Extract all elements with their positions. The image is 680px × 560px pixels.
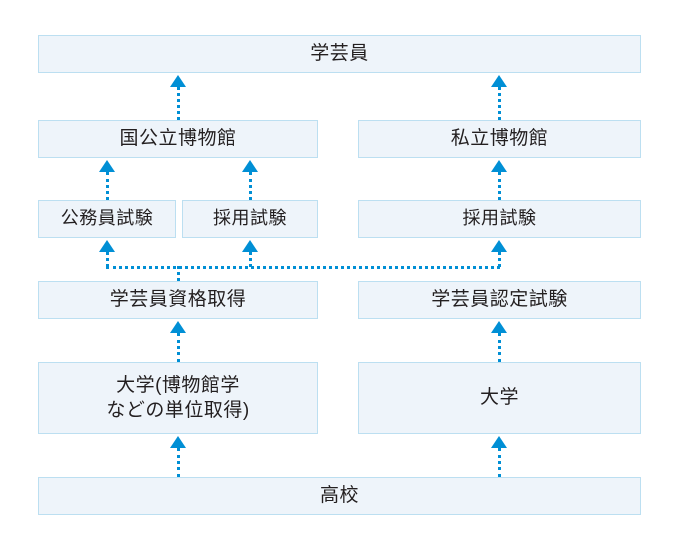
node-label: 学芸員	[310, 43, 369, 65]
node-kokkoritsu-hakubutsukan: 国公立博物館	[38, 120, 318, 158]
link-daigaku-to-nintei-shiken	[498, 333, 501, 362]
node-gakugeiin-shikaku-shutoku: 学芸員資格取得	[38, 281, 318, 319]
arrowhead-to-nintei-shiken	[491, 321, 507, 333]
link-bus-horizontal	[106, 266, 500, 269]
node-label: 学芸員資格取得	[109, 289, 247, 311]
node-label: 採用試験	[213, 208, 287, 229]
link-daigaku-tanni-to-shikaku-shutoku	[177, 333, 180, 362]
node-gakugeiin-nintei-shiken: 学芸員認定試験	[358, 281, 641, 319]
node-koko: 高校	[38, 477, 641, 515]
node-label: 国公立博物館	[119, 128, 237, 150]
node-komuin-shiken: 公務員試験	[38, 200, 176, 238]
arrowhead-to-saiyo-shiken-2	[491, 240, 507, 252]
link-bus-to-komuin-shiken	[106, 252, 109, 267]
node-label: 私立博物館	[450, 128, 549, 150]
link-koko-to-daigaku	[498, 448, 501, 477]
link-bus-to-saiyo-shiken-1	[249, 252, 252, 267]
arrowhead-to-daigaku-tanni	[170, 436, 186, 448]
arrowhead-to-kokkoritsu-right	[242, 160, 258, 172]
link-shikaku-shutoku-to-bus	[177, 266, 180, 281]
link-bus-to-saiyo-shiken-2	[498, 252, 501, 267]
arrowhead-to-kangeiin-right	[491, 75, 507, 87]
node-label: 大学(博物館学 などの単位取得)	[106, 374, 250, 421]
node-label: 大学	[479, 387, 519, 409]
node-label: 学芸員認定試験	[431, 289, 568, 311]
node-saiyo-shiken-shiritsu: 採用試験	[358, 200, 641, 238]
link-shiritsu-to-kangeiin	[498, 87, 501, 120]
link-kokkoritsu-to-kangeiin	[177, 87, 180, 120]
node-shiritsu-hakubutsukan: 私立博物館	[358, 120, 641, 158]
node-daigaku-tanni-shutoku: 大学(博物館学 などの単位取得)	[38, 362, 318, 434]
node-saiyo-shiken-kokkoritsu: 採用試験	[182, 200, 318, 238]
link-saiyo2-to-shiritsu	[498, 172, 501, 200]
node-daigaku: 大学	[358, 362, 641, 434]
link-saiyo1-to-kokkoritsu	[249, 172, 252, 200]
arrowhead-to-shikaku-shutoku	[170, 321, 186, 333]
arrowhead-to-kangeiin-left	[170, 75, 186, 87]
link-koko-to-daigaku-tanni	[177, 448, 180, 477]
node-label: 高校	[319, 485, 359, 507]
node-label: 公務員試験	[60, 208, 154, 229]
node-label: 採用試験	[462, 208, 537, 229]
node-kangeiin: 学芸員	[38, 35, 641, 73]
arrowhead-to-shiritsu	[491, 160, 507, 172]
arrowhead-to-saiyo-shiken-1	[242, 240, 258, 252]
arrowhead-to-komuin-shiken	[99, 240, 115, 252]
arrowhead-to-kokkoritsu-left	[99, 160, 115, 172]
link-komuin-to-kokkoritsu	[106, 172, 109, 200]
arrowhead-to-daigaku	[491, 436, 507, 448]
